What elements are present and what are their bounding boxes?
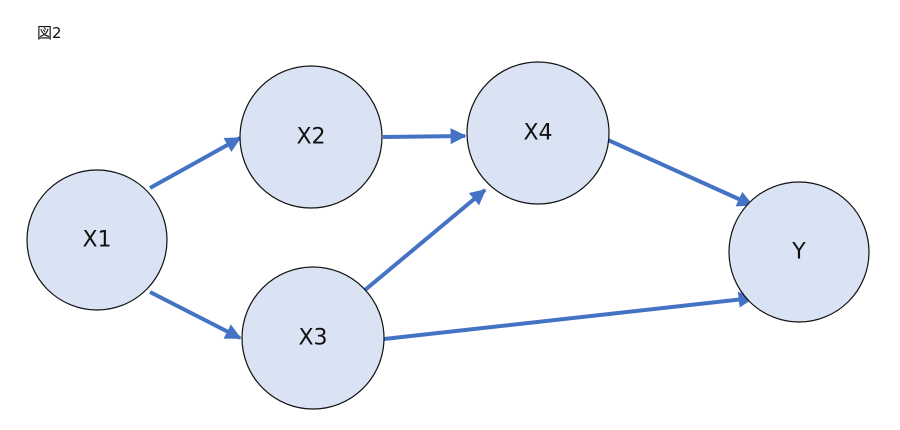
node-y: Y [728, 181, 870, 323]
node-x1: X1 [26, 169, 168, 311]
edge-x1-x3 [149, 290, 242, 340]
node-x4: X4 [466, 61, 610, 205]
node-x4-label: X4 [523, 121, 552, 146]
edge-x3-x4 [363, 188, 487, 292]
edge-x3-y [383, 291, 755, 341]
edge-x1-x2 [149, 136, 242, 190]
node-x1-label: X1 [82, 228, 111, 253]
node-x2: X2 [239, 65, 383, 209]
edge-x4-y [607, 138, 754, 207]
node-x2-label: X2 [296, 125, 325, 150]
node-x3: X3 [241, 266, 385, 410]
figure-label: 図2 [37, 24, 62, 42]
edge-x2-x4 [382, 128, 467, 145]
node-y-label: Y [791, 240, 806, 265]
node-x3-label: X3 [298, 326, 327, 351]
